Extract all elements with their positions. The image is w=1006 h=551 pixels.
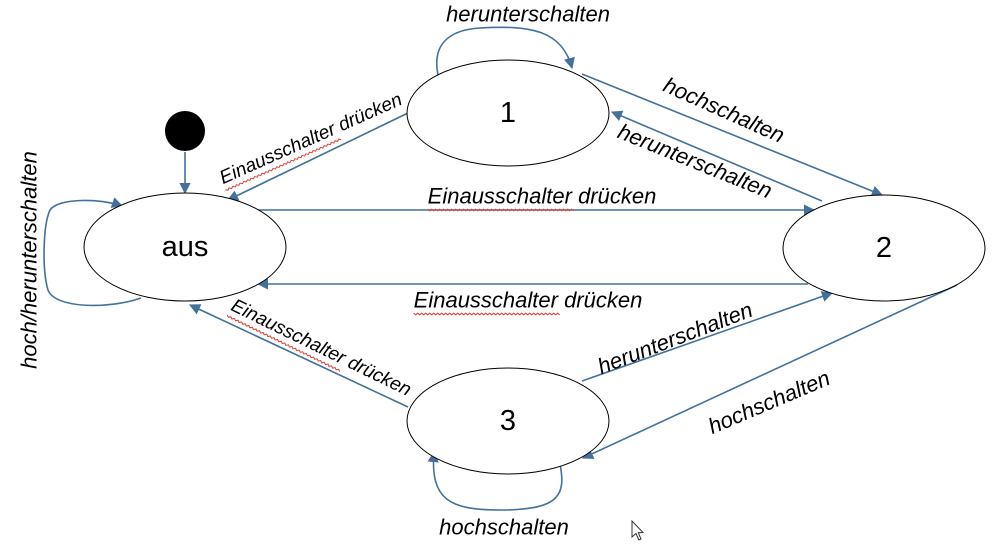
transition-s3-to-aus-arrow [188,304,409,408]
transition-aus-to-s2-label: Einausschalter drücken [428,184,657,209]
state-3: 3 [406,367,610,475]
transition-s1-to-s2-label: hochschalten [660,72,789,148]
state-1-label: 1 [500,97,516,129]
state-aus-label: aus [162,231,209,263]
transition-s1-loop-label: herunterschalten [446,2,610,27]
transition-s2-to-aus-label: Einausschalter drücken [414,288,643,313]
transition-aus-loop-arrow [43,197,142,307]
state-1-ellipse [406,59,610,167]
mouse-pointer-icon [631,519,645,541]
transition-s3-to-aus-label: Einausschalter drücken [228,295,415,400]
spellcheck-underline [226,314,341,372]
transition-s1-to-s2-arrow [581,73,884,197]
transition-s1-to-aus-arrow [226,112,409,201]
transition-s1-loop-arrow [436,26,575,76]
state-aus: aus [83,192,287,302]
transition-s2-to-s1-arrow [610,110,823,202]
initial-state-dot [165,111,205,151]
state-2: 2 [782,194,986,302]
transition-aus-loop-label: hoch/herunterschalten [17,151,42,369]
state-aus-ellipse [83,192,287,302]
transition-s3-to-s2-arrow [581,291,834,382]
transition-s1-to-aus-label: Einausschalter drücken [217,89,406,189]
state-3-label: 3 [500,405,516,437]
spellcheck-underline [413,312,560,316]
transition-s2-to-s3-label: hochschalten [704,365,833,439]
spellcheck-underline [225,138,342,191]
spellcheck-underline [427,208,574,212]
state-2-label: 2 [876,232,892,264]
transition-s3-loop-label: hochschalten [439,515,569,540]
state-1: 1 [406,59,610,167]
state-2-ellipse [782,194,986,302]
transition-s2-to-s3-arrow [581,284,958,459]
transition-s3-loop-arrow [427,450,563,511]
state-3-ellipse [406,367,610,475]
